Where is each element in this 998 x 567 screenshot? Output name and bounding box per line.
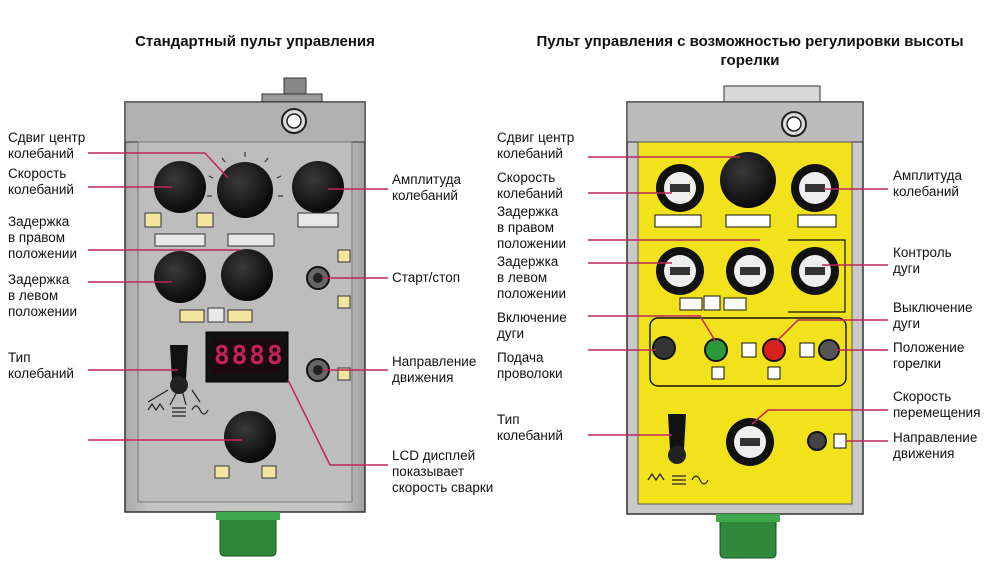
label-left-delay-left: Задержка в левом положении [8, 272, 77, 319]
label-left-lcd: LCD дисплей показывает скорость сварки [392, 448, 494, 495]
label-right-arc-control: Контроль дуги [893, 245, 952, 276]
label-right-delay-right: Задержка в правом положении [497, 204, 566, 251]
left-shift-knob [217, 162, 273, 218]
left-amplitude-knob [292, 161, 344, 213]
label-right-arc-off: Выключение дуги [893, 300, 973, 331]
left-delay-right-knob [221, 249, 273, 301]
label-right-amplitude: Амплитуда колебаний [893, 168, 963, 199]
label-right-wire-feed: Подача проволоки [497, 350, 563, 381]
label-left-shift: Сдвиг центр колебаний [8, 130, 86, 161]
label-left-delay-right: Задержка в правом положении [8, 214, 77, 261]
label-left-osc-type: Тип колебаний [8, 350, 74, 381]
label-left-direction: Направление движения [392, 354, 477, 385]
label-right-torch-pos: Положение горелки [893, 340, 965, 371]
label-left-speed: Скорость колебаний [8, 166, 74, 197]
left-delay-left-knob [154, 251, 206, 303]
label-right-speed: Скорость колебаний [497, 170, 563, 201]
left-control-panel [124, 77, 366, 557]
label-right-osc-type: Тип колебаний [497, 412, 563, 443]
label-right-delay-left: Задержка в левом положении [497, 254, 566, 301]
label-right-travel-speed: Скорость перемещения [893, 389, 981, 420]
dial-group [656, 164, 839, 466]
right-control-panel [626, 85, 864, 559]
label-right-shift: Сдвиг центр колебаний [497, 130, 575, 161]
label-left-start-stop: Старт/стоп [392, 270, 461, 285]
label-right-arc-on: Включение дуги [497, 310, 567, 341]
left-leader-lines [88, 152, 388, 466]
right-panel-title: Пульт управления с возможностью регулиро… [536, 33, 964, 69]
left-travel-knob [224, 411, 276, 463]
label-right-direction: Направление движения [893, 430, 978, 461]
left-panel-title: Стандартный пульт управления [135, 33, 375, 50]
left-speed-knob [154, 161, 206, 213]
right-leader-lines [588, 156, 888, 442]
label-left-amplitude: Амплитуда колебаний [392, 172, 462, 203]
lcd-display: 8888 [214, 341, 285, 371]
